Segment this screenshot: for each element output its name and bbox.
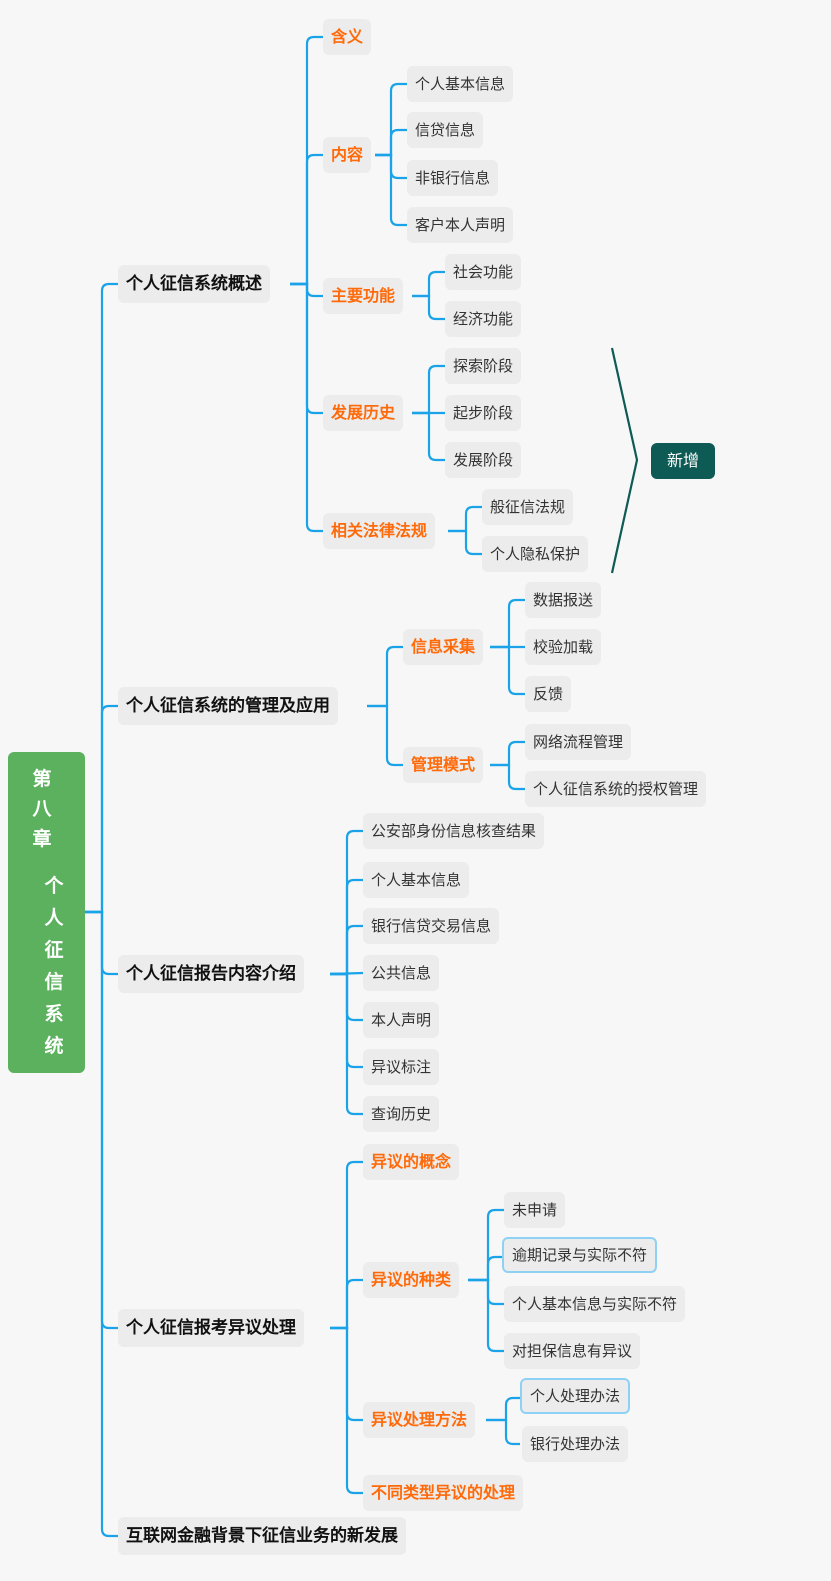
connector: [468, 1278, 504, 1306]
connector: [367, 704, 403, 767]
leaf[interactable]: 对担保信息有异议: [504, 1333, 641, 1369]
branch-report[interactable]: 个人征信报告内容介绍: [118, 955, 304, 993]
connector: [468, 1278, 504, 1353]
bracket: [610, 347, 639, 574]
connector: [330, 972, 363, 1116]
leaf[interactable]: 网络流程管理: [525, 724, 632, 760]
leaf[interactable]: 信贷信息: [407, 112, 484, 148]
leaf-selected[interactable]: 逾期记录与实际不符: [502, 1237, 658, 1273]
leaf[interactable]: 个人隐私保护: [482, 536, 589, 572]
leaf[interactable]: 客户本人声明: [407, 207, 514, 243]
connector: [448, 505, 482, 533]
connector: [375, 128, 407, 157]
leaf[interactable]: 公共信息: [363, 955, 440, 991]
connector: [490, 598, 525, 649]
connector: [486, 1418, 520, 1446]
connector: [490, 645, 525, 696]
connector: [330, 1278, 363, 1330]
connector: [375, 82, 407, 157]
leaf[interactable]: 校验加载: [525, 629, 602, 665]
leaf[interactable]: 起步阶段: [445, 395, 522, 431]
leaf[interactable]: 非银行信息: [407, 160, 499, 196]
connector: [330, 924, 363, 976]
leaf[interactable]: 探索阶段: [445, 348, 522, 384]
connector: [85, 282, 118, 914]
connector: [290, 282, 323, 533]
connector: [412, 294, 445, 321]
connector: [375, 153, 407, 227]
leaf[interactable]: 异议标注: [363, 1049, 440, 1085]
node-meaning[interactable]: 含义: [323, 19, 372, 55]
connector: [290, 153, 323, 286]
connector: [290, 35, 323, 286]
leaf[interactable]: 个人基本信息: [407, 66, 514, 102]
connector: [412, 270, 445, 298]
node-collection[interactable]: 信息采集: [403, 629, 484, 665]
root-title-chapter: 第八章: [32, 768, 52, 850]
node-dispute-methods[interactable]: 异议处理方法: [363, 1402, 476, 1438]
leaf[interactable]: 本人声明: [363, 1002, 440, 1038]
branch-management[interactable]: 个人征信系统的管理及应用: [118, 687, 338, 725]
leaf[interactable]: 未申请: [504, 1192, 566, 1228]
connector: [330, 1160, 363, 1330]
node-history[interactable]: 发展历史: [323, 395, 404, 431]
branch-internet-finance[interactable]: 互联网金融背景下征信业务的新发展: [118, 1517, 406, 1555]
leaf[interactable]: 发展阶段: [445, 442, 522, 478]
leaf[interactable]: 个人基本信息: [363, 862, 470, 898]
leaf[interactable]: 银行信贷交易信息: [363, 908, 500, 944]
connector: [468, 1208, 504, 1282]
connector: [85, 910, 118, 1538]
node-dispute-handling[interactable]: 不同类型异议的处理: [363, 1475, 524, 1511]
connector: [486, 1396, 520, 1422]
connector: [330, 878, 363, 976]
node-dispute-concept[interactable]: 异议的概念: [363, 1144, 460, 1180]
root-title-topic: 个人征信系统: [44, 875, 64, 1057]
leaf-selected[interactable]: 个人处理办法: [520, 1378, 631, 1414]
leaf[interactable]: 个人征信系统的授权管理: [525, 771, 707, 807]
leaf[interactable]: 查询历史: [363, 1096, 440, 1132]
root-node[interactable]: 第八章 个人征信系统: [8, 752, 85, 1073]
leaf[interactable]: 经济功能: [445, 301, 522, 337]
leaf[interactable]: 公安部身份信息核查结果: [363, 813, 545, 849]
connector: [412, 364, 445, 415]
connector: [412, 411, 445, 462]
leaf[interactable]: 般征信法规: [482, 489, 574, 525]
branch-overview[interactable]: 个人征信系统概述: [118, 265, 270, 303]
leaf[interactable]: 数据报送: [525, 582, 602, 618]
leaf[interactable]: 个人基本信息与实际不符: [504, 1286, 686, 1322]
node-main-functions[interactable]: 主要功能: [323, 278, 404, 314]
leaf[interactable]: 反馈: [525, 676, 572, 712]
connector: [367, 645, 403, 708]
connector: [85, 704, 118, 914]
branch-dispute[interactable]: 个人征信报考异议处理: [118, 1309, 304, 1347]
connector: [490, 763, 525, 791]
connector: [330, 829, 363, 976]
connector: [490, 740, 525, 767]
node-content[interactable]: 内容: [323, 137, 372, 173]
connector: [448, 529, 482, 556]
connector: [330, 1326, 363, 1495]
leaf[interactable]: 银行处理办法: [522, 1426, 629, 1462]
leaf[interactable]: 社会功能: [445, 254, 522, 290]
node-laws[interactable]: 相关法律法规: [323, 513, 436, 549]
node-dispute-types[interactable]: 异议的种类: [363, 1262, 460, 1298]
new-tag: 新增: [651, 443, 715, 479]
connector: [468, 1255, 504, 1282]
node-mode[interactable]: 管理模式: [403, 747, 484, 783]
